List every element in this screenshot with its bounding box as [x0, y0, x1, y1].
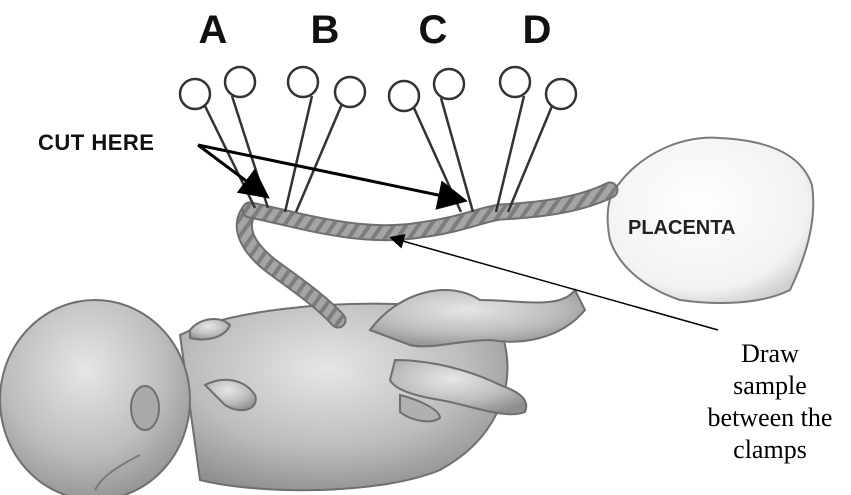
clamp-label-c: C	[408, 8, 458, 53]
draw-note-line-1: Draw	[690, 338, 850, 370]
draw-note-line-4: clamps	[690, 434, 850, 466]
clamp-b-icon	[285, 67, 365, 212]
clamp-label-b: B	[300, 8, 350, 53]
draw-note-line-2: sample	[690, 370, 850, 402]
cut-here-label: CUT HERE	[38, 130, 154, 156]
draw-note-line-3: between the	[690, 402, 850, 434]
placenta-label: PLACENTA	[628, 217, 735, 240]
clamp-c-icon	[389, 69, 473, 212]
baby	[0, 290, 585, 495]
clamp-d-icon	[496, 67, 576, 212]
clamp-label-a: A	[188, 8, 238, 53]
draw-sample-note: Draw sample between the clamps	[690, 338, 850, 466]
clamp-label-d: D	[512, 8, 562, 53]
